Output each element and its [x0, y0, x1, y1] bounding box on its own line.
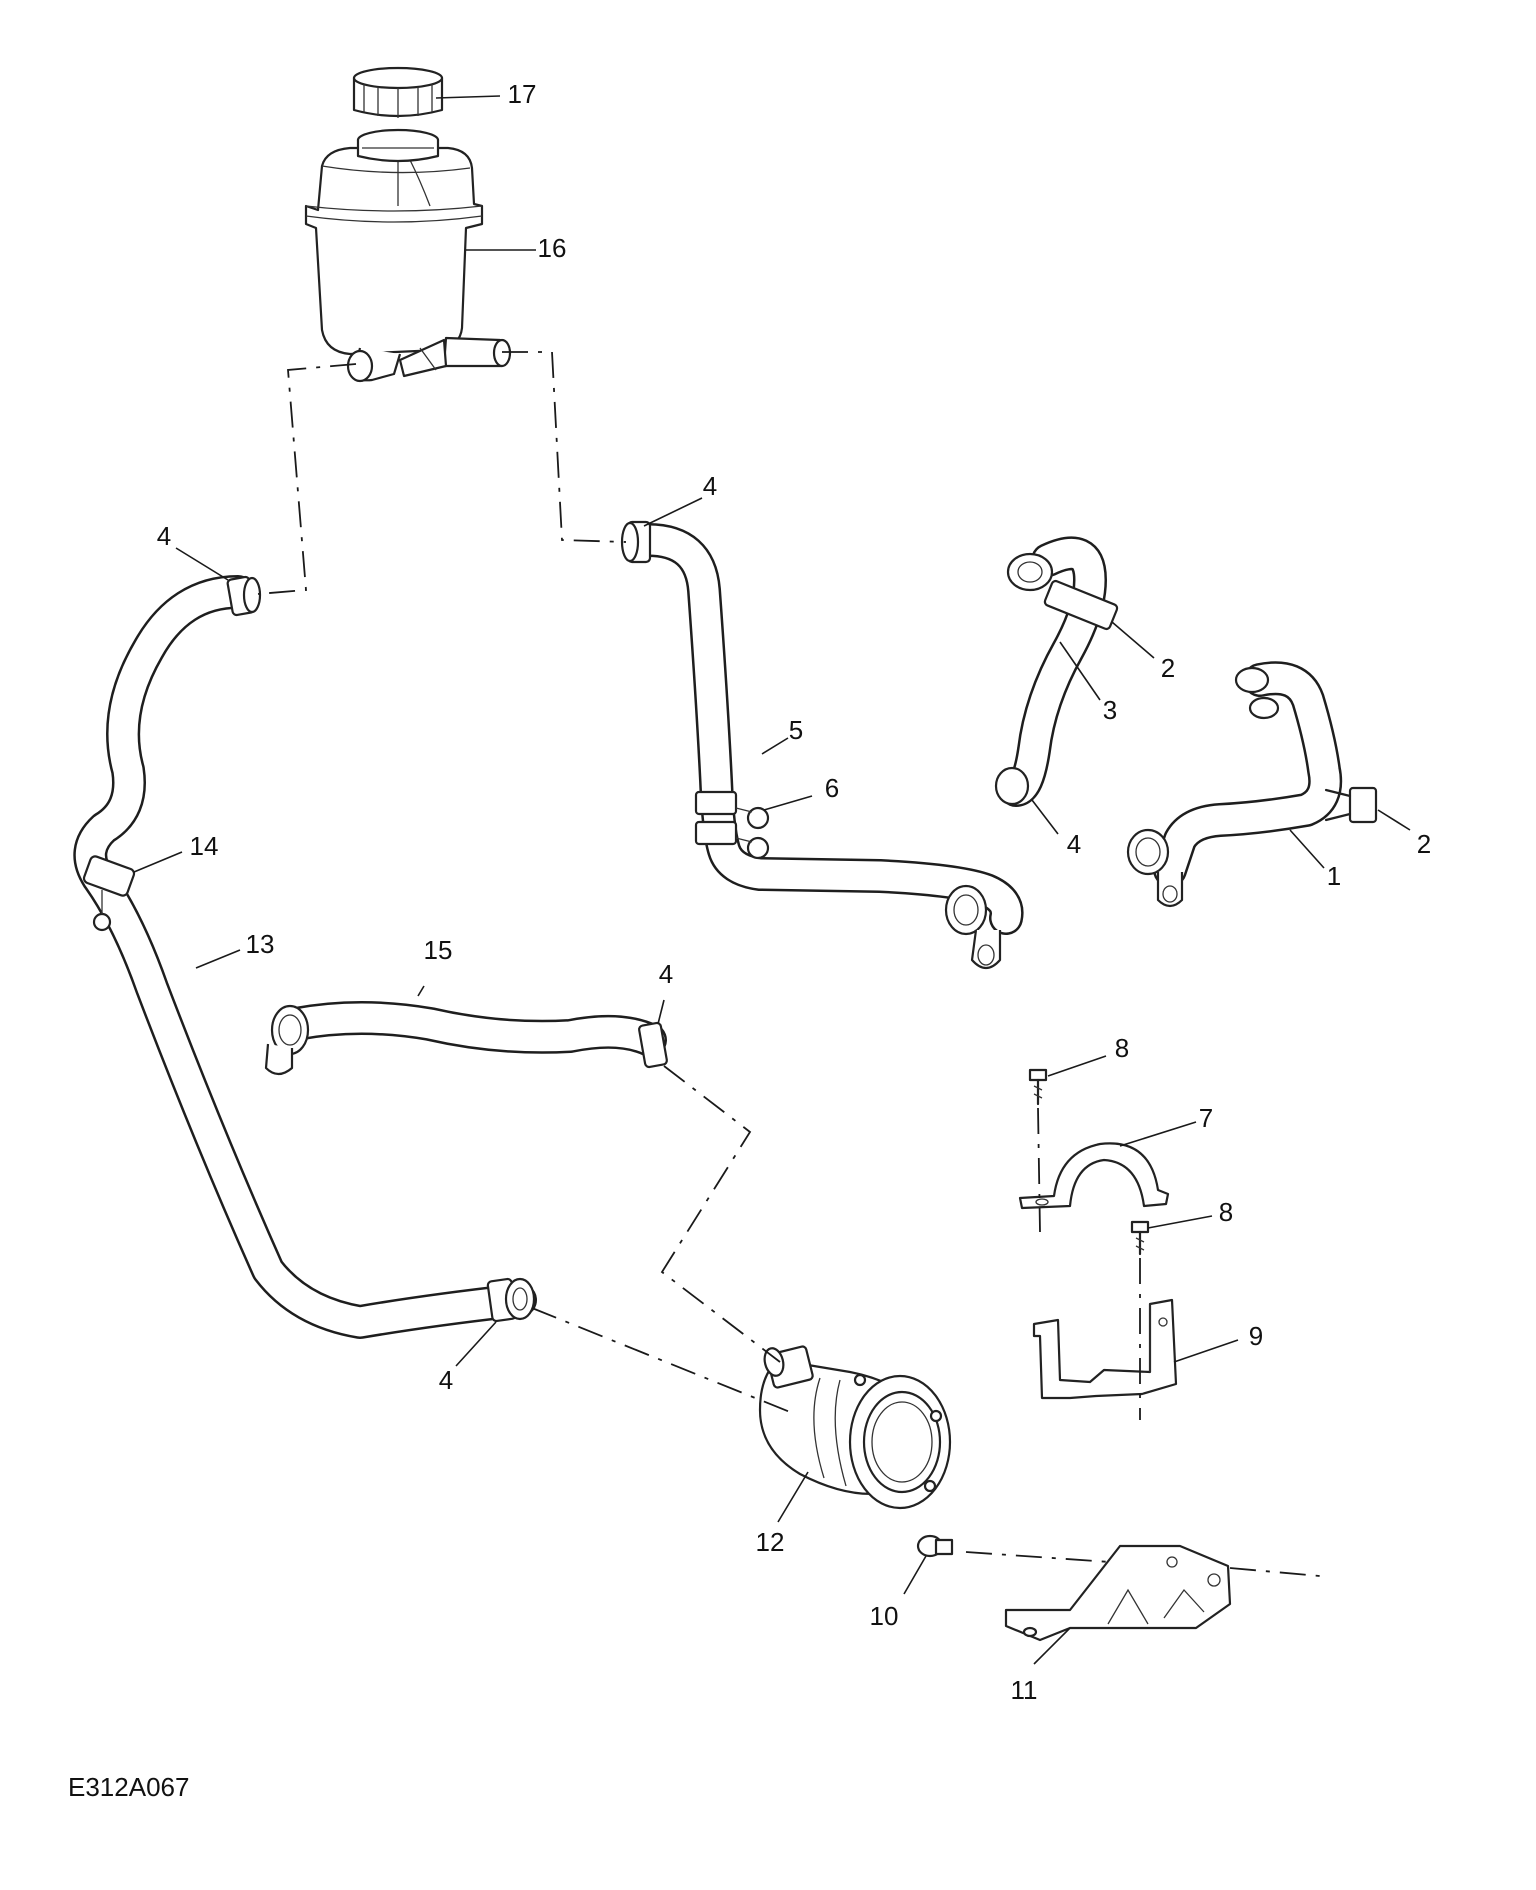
callout-16: 16: [538, 233, 567, 263]
stud-bolt-10: [916, 1534, 954, 1558]
bracket-11: [1004, 1544, 1232, 1642]
bracket-9: [1032, 1298, 1178, 1400]
callout-6: 6: [825, 773, 839, 803]
callout-labels: 17 16 4 4 2 3 5 6 4 2 1 14 13 15 4 8 7 8…: [157, 79, 1431, 1705]
bolt-8-upper: [1028, 1068, 1048, 1106]
callout-17: 17: [508, 79, 537, 109]
figure-id: E312A067: [68, 1772, 190, 1802]
leader-lines: [133, 95, 1411, 1665]
callout-8-upper: 8: [1115, 1033, 1129, 1063]
connection-lines: [257, 351, 1321, 1577]
hose-3: [994, 536, 1119, 807]
hose-assembly-1: [1126, 661, 1378, 908]
callout-9: 9: [1249, 1321, 1263, 1351]
callout-4-middle: 4: [659, 959, 673, 989]
strap-bracket-7: [1018, 1142, 1170, 1210]
expansion-tank: [304, 128, 512, 383]
callout-15: 15: [424, 935, 453, 965]
hose-5: [620, 520, 1024, 970]
callout-7: 7: [1199, 1103, 1213, 1133]
callout-4-bottom: 4: [439, 1365, 453, 1395]
callout-4-top-center: 4: [703, 471, 717, 501]
callout-4-top-left: 4: [157, 521, 171, 551]
callout-8-lower: 8: [1219, 1197, 1233, 1227]
clip-6: [735, 806, 770, 860]
callout-13: 13: [246, 929, 275, 959]
callout-2-upper: 2: [1161, 653, 1175, 683]
callout-4-right: 4: [1067, 829, 1081, 859]
water-pump: [758, 1345, 952, 1510]
callout-3: 3: [1103, 695, 1117, 725]
callout-10: 10: [870, 1601, 899, 1631]
callout-11: 11: [1011, 1675, 1038, 1705]
callout-1: 1: [1327, 861, 1341, 891]
filler-cap: [352, 66, 444, 118]
callout-5: 5: [789, 715, 803, 745]
callout-14: 14: [190, 831, 219, 861]
callout-12: 12: [756, 1527, 785, 1557]
bolt-8-lower: [1130, 1220, 1150, 1256]
hose-13: [73, 575, 537, 1339]
hose-15: [264, 1001, 668, 1076]
callout-2-lower: 2: [1417, 829, 1431, 859]
